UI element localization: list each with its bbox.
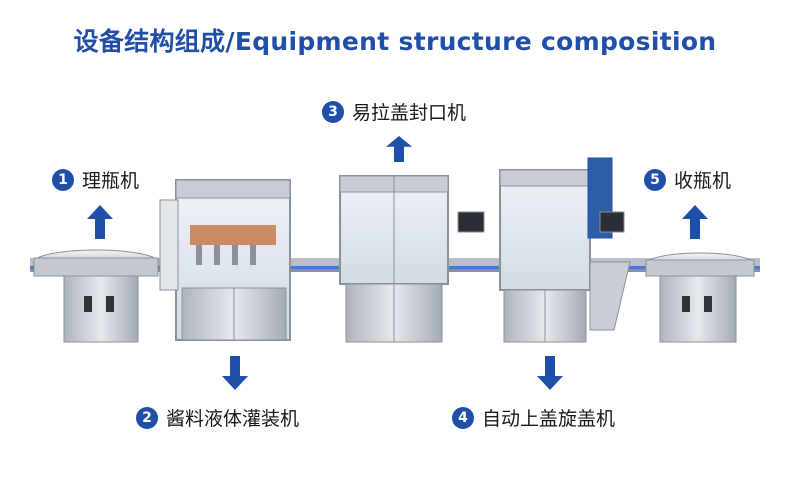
station-3-badge: 3 bbox=[322, 100, 344, 123]
station-5-badge: 5 bbox=[644, 168, 666, 191]
station-4-badge: 4 bbox=[452, 406, 474, 429]
arrow-down-icon bbox=[222, 356, 248, 390]
bottle-collecting-machine bbox=[645, 252, 755, 343]
station-5-label: 5 收瓶机 bbox=[644, 166, 731, 193]
station-2-badge: 2 bbox=[136, 406, 158, 429]
station-4-name: 自动上盖旋盖机 bbox=[482, 408, 616, 430]
station-5-name: 收瓶机 bbox=[674, 170, 732, 192]
arrow-up-icon bbox=[87, 205, 113, 239]
station-4-label: 4 自动上盖旋盖机 bbox=[452, 404, 615, 431]
station-1-badge: 1 bbox=[52, 168, 74, 191]
station-2-label: 2 酱料液体灌装机 bbox=[136, 404, 299, 431]
station-1-label: 1 理瓶机 bbox=[52, 166, 139, 193]
station-3-name: 易拉盖封口机 bbox=[352, 102, 467, 124]
arrow-down-icon bbox=[537, 356, 563, 390]
arrow-up-icon bbox=[682, 205, 708, 239]
liquid-filling-machine bbox=[159, 179, 291, 341]
arrow-up-icon bbox=[386, 136, 412, 162]
bottle-unscrambler-machine bbox=[33, 249, 159, 343]
station-1-name: 理瓶机 bbox=[82, 170, 140, 192]
can-sealing-machine bbox=[339, 175, 485, 343]
capping-machine bbox=[499, 157, 631, 343]
station-3-label: 3 易拉盖封口机 bbox=[322, 98, 466, 125]
page-title: 设备结构组成/Equipment structure composition bbox=[73, 27, 717, 56]
station-2-name: 酱料液体灌装机 bbox=[166, 408, 300, 430]
